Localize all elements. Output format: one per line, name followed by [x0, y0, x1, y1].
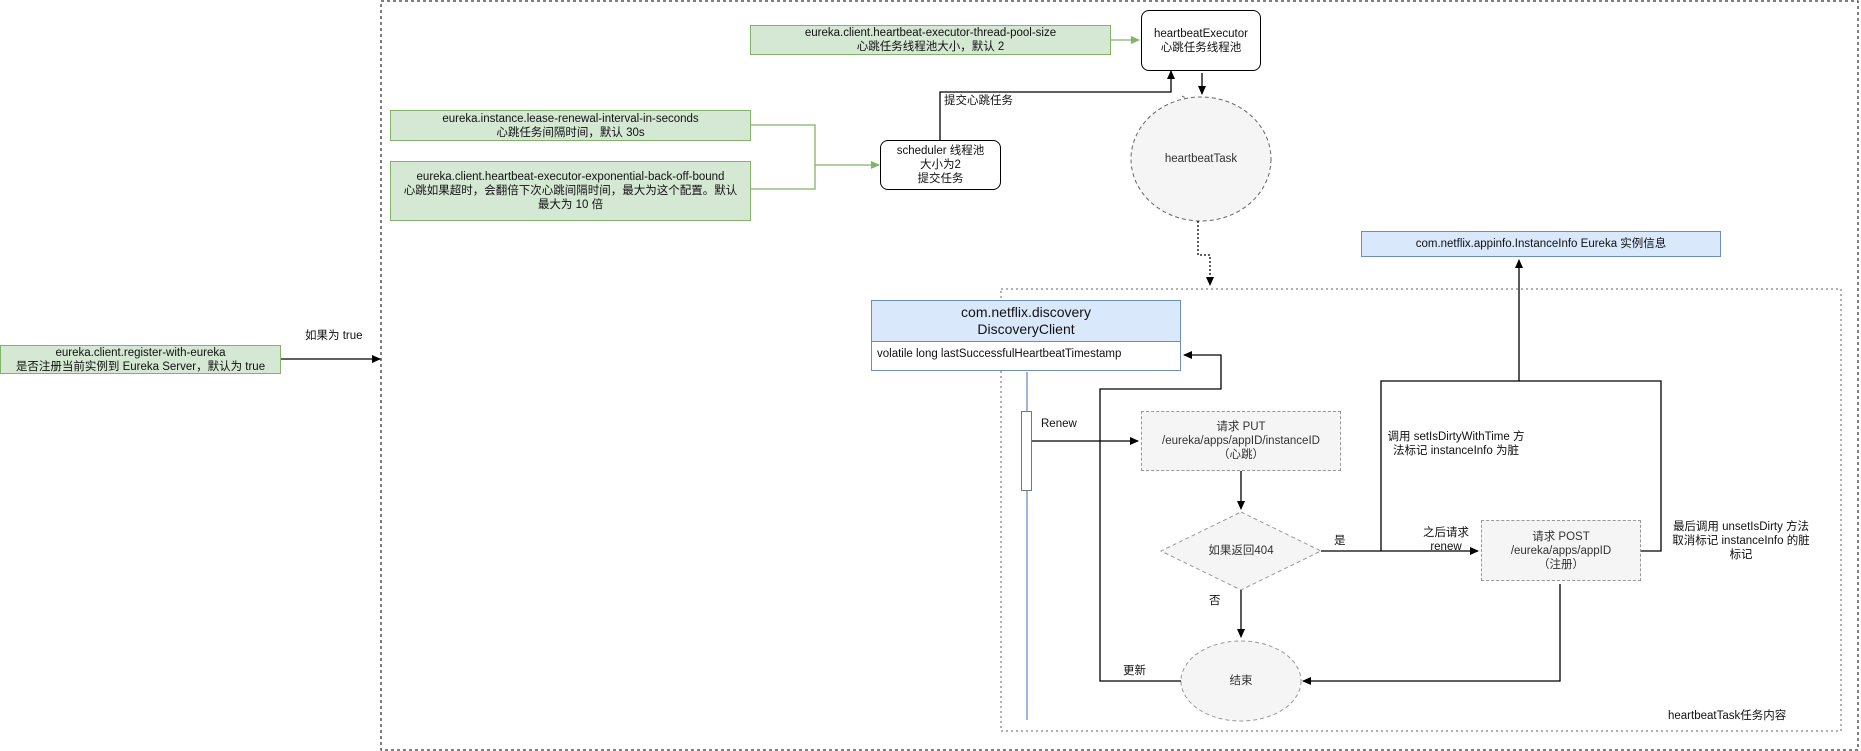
discovery-client-name: DiscoveryClient [977, 321, 1075, 337]
instance-info-node[interactable]: com.netflix.appinfo.InstanceInfo Eureka … [1361, 231, 1721, 257]
heartbeat-executor-node[interactable]: heartbeatExecutor 心跳任务线程池 [1141, 10, 1261, 71]
task-region-label: heartbeatTask任务内容 [1668, 710, 1787, 722]
unset-dirty-line-3: 标记 [1729, 549, 1753, 561]
edge-scheduler-to-executor [939, 70, 1175, 140]
scheduler-line-1: scheduler 线程池 [896, 145, 985, 157]
edge-post-to-end [1302, 584, 1561, 685]
renewal-config-key: eureka.instance.lease-renewal-interval-i… [442, 112, 699, 125]
exponential-backoff-config[interactable]: eureka.client.heartbeat-executor-exponen… [390, 161, 751, 221]
put-line-1: 请求 PUT [1216, 421, 1266, 433]
heartbeat-task-node[interactable] [1130, 96, 1272, 222]
scheduler-node[interactable]: scheduler 线程池 大小为2 提交任务 [880, 140, 1001, 190]
end-label: 结束 [1229, 675, 1253, 687]
renew-activation-bar [1021, 411, 1032, 491]
then-renew-line-2: renew [1430, 541, 1462, 553]
post-register-request[interactable]: 请求 POST /eureka/apps/appID （注册） [1481, 520, 1641, 581]
renew-label: Renew [1041, 418, 1077, 430]
heartbeat-executor-title: heartbeatExecutor [1154, 27, 1248, 40]
if-true-label: 如果为 true [305, 330, 363, 342]
put-heartbeat-request[interactable]: 请求 PUT /eureka/apps/appID/instanceID （心跳… [1141, 411, 1341, 471]
scheduler-line-2: 大小为2 [920, 159, 961, 171]
heartbeat-executor-desc: 心跳任务线程池 [1160, 41, 1242, 54]
edge-task-to-region [1197, 221, 1214, 286]
no-label: 否 [1209, 595, 1221, 607]
edge-dirty-to-instanceinfo [1380, 259, 1523, 551]
then-renew-label: 之后请求 renew [1416, 526, 1476, 554]
heartbeat-task-region [1000, 288, 1842, 732]
heartbeat-task-label: heartbeatTask [1164, 153, 1238, 165]
unset-dirty-line-1: 最后调用 unsetIsDirty 方法 [1672, 521, 1810, 533]
edge-renewal-to-scheduler [750, 124, 816, 165]
end-node[interactable] [1180, 640, 1302, 722]
backoff-config-key: eureka.client.heartbeat-executor-exponen… [416, 171, 725, 183]
thread-pool-config-desc: 心跳任务线程池大小，默认 2 [856, 41, 1005, 53]
register-with-eureka-config[interactable]: eureka.client.register-with-eureka 是否注册当… [0, 345, 281, 374]
thread-pool-size-config[interactable]: eureka.client.heartbeat-executor-thread-… [750, 25, 1111, 55]
thread-pool-config-key: eureka.client.heartbeat-executor-thread-… [804, 27, 1057, 39]
put-line-3: （心跳） [1218, 449, 1264, 461]
register-config-key: eureka.client.register-with-eureka [55, 346, 226, 359]
backoff-config-desc-1: 心跳如果超时，会翻倍下次心跳间隔时间，最大为这个配置。默认 [403, 185, 738, 197]
backoff-config-desc-2: 最大为 10 倍 [537, 199, 604, 211]
post-line-1: 请求 POST [1532, 530, 1590, 543]
set-dirty-line-2: 法标记 instanceInfo 为脏 [1393, 445, 1519, 457]
put-line-2: /eureka/apps/appID/instanceID [1162, 435, 1320, 447]
field-label: volatile long lastSuccessfulHeartbeatTim… [877, 348, 1122, 360]
edge-backoff-to-scheduler [750, 165, 816, 190]
update-label: 更新 [1123, 665, 1146, 677]
edge-end-to-field [1099, 351, 1222, 682]
last-heartbeat-timestamp-field[interactable]: volatile long lastSuccessfulHeartbeatTim… [871, 342, 1181, 371]
instance-info-label: com.netflix.appinfo.InstanceInfo Eureka … [1415, 238, 1667, 250]
yes-label: 是 [1334, 535, 1346, 547]
lease-renewal-interval-config[interactable]: eureka.instance.lease-renewal-interval-i… [390, 110, 751, 141]
scheduler-line-3: 提交任务 [917, 173, 964, 185]
then-renew-line-1: 之后请求 [1423, 527, 1469, 539]
set-dirty-line-1: 调用 setIsDirtyWithTime 方 [1387, 431, 1525, 443]
discovery-client-header[interactable]: com.netflix.discovery DiscoveryClient [871, 300, 1181, 342]
register-config-desc: 是否注册当前实例到 Eureka Server，默认为 true [15, 360, 266, 373]
edge-post-to-instanceinfo [1519, 380, 1662, 552]
submit-heartbeat-label: 提交心跳任务 [944, 95, 1013, 107]
unset-dirty-label: 最后调用 unsetIsDirty 方法 取消标记 instanceInfo 的… [1666, 520, 1816, 562]
unset-dirty-line-2: 取消标记 instanceInfo 的脏 [1672, 535, 1810, 547]
post-line-3: （注册） [1538, 558, 1584, 571]
discovery-client-package: com.netflix.discovery [961, 304, 1091, 320]
renewal-config-desc: 心跳任务间隔时间，默认 30s [496, 126, 645, 139]
outer-region [380, 0, 1859, 751]
set-dirty-label: 调用 setIsDirtyWithTime 方 法标记 instanceInfo… [1381, 430, 1531, 458]
decision-label: 如果返回404 [1208, 545, 1274, 557]
post-line-2: /eureka/apps/appID [1510, 544, 1612, 557]
